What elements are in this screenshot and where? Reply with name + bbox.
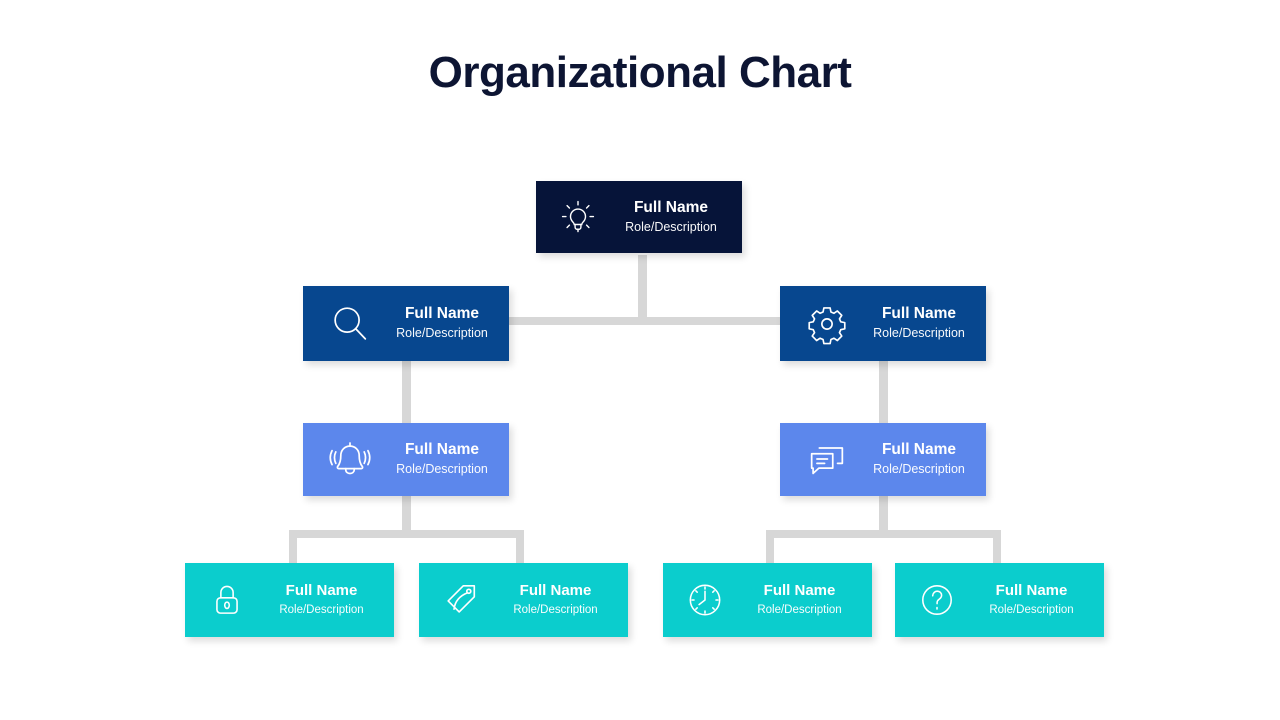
page-title: Organizational Chart (428, 48, 852, 97)
gear-icon (796, 302, 858, 346)
node-role: Role/Description (396, 462, 488, 476)
chat-icon (796, 437, 858, 483)
connector-right-leaf-drop-2 (993, 530, 1001, 565)
org-node-text: Full Name Role/Description (606, 198, 742, 237)
node-full-name: Full Name (633, 198, 709, 216)
org-node-text: Full Name Role/Description (733, 581, 872, 620)
node-full-name: Full Name (763, 581, 836, 599)
node-role: Role/Description (625, 219, 717, 234)
lightbulb-icon (550, 197, 606, 237)
question-mark-icon (909, 578, 965, 622)
node-full-name: Full Name (995, 581, 1068, 599)
org-node-level4-4[interactable]: Full Name Role/Description (895, 563, 1104, 637)
connector-root-vertical (638, 255, 647, 325)
node-role: Role/Description (757, 603, 842, 616)
tag-icon (433, 578, 489, 622)
org-node-text: Full Name Role/Description (965, 581, 1104, 620)
org-node-level3-left[interactable]: Full Name Role/Description (303, 423, 509, 496)
org-node-text: Full Name Role/Description (381, 304, 509, 343)
org-node-text: Full Name Role/Description (858, 304, 986, 343)
org-node-level3-right[interactable]: Full Name Role/Description (780, 423, 986, 496)
org-node-level4-3[interactable]: Full Name Role/Description (663, 563, 872, 637)
node-role: Role/Description (873, 462, 965, 476)
org-node-root[interactable]: Full Name Role/Description (536, 181, 742, 253)
node-full-name: Full Name (404, 441, 480, 458)
org-node-text: Full Name Role/Description (255, 581, 394, 620)
node-full-name: Full Name (285, 581, 358, 599)
node-full-name: Full Name (519, 581, 592, 599)
node-role: Role/Description (396, 326, 488, 340)
node-role: Role/Description (873, 326, 965, 340)
connector-right-leaf-stem (879, 495, 888, 537)
node-role: Role/Description (513, 603, 598, 616)
connector-right-leaf-drop-1 (766, 530, 774, 565)
connector-right-leaf-horizontal (766, 530, 1001, 538)
org-node-level4-1[interactable]: Full Name Role/Description (185, 563, 394, 637)
node-full-name: Full Name (881, 441, 957, 458)
connector-left-branch-vertical (402, 359, 411, 424)
node-role: Role/Description (279, 603, 364, 616)
org-node-level2-left[interactable]: Full Name Role/Description (303, 286, 509, 361)
org-node-text: Full Name Role/Description (489, 581, 628, 620)
clock-icon (677, 578, 733, 622)
org-node-level2-right[interactable]: Full Name Role/Description (780, 286, 986, 361)
connector-right-branch-vertical (879, 359, 888, 424)
connector-level2-horizontal (505, 317, 783, 325)
bell-icon (319, 437, 381, 483)
search-icon (319, 301, 381, 347)
connector-left-leaf-stem (402, 495, 411, 537)
lock-icon (199, 579, 255, 621)
node-full-name: Full Name (881, 305, 957, 322)
connector-left-leaf-horizontal (289, 530, 524, 538)
node-role: Role/Description (989, 603, 1074, 616)
connector-left-leaf-drop-1 (289, 530, 297, 565)
org-node-text: Full Name Role/Description (381, 440, 509, 479)
connector-left-leaf-drop-2 (516, 530, 524, 565)
org-node-level4-2[interactable]: Full Name Role/Description (419, 563, 628, 637)
org-node-text: Full Name Role/Description (858, 440, 986, 479)
node-full-name: Full Name (404, 305, 480, 322)
